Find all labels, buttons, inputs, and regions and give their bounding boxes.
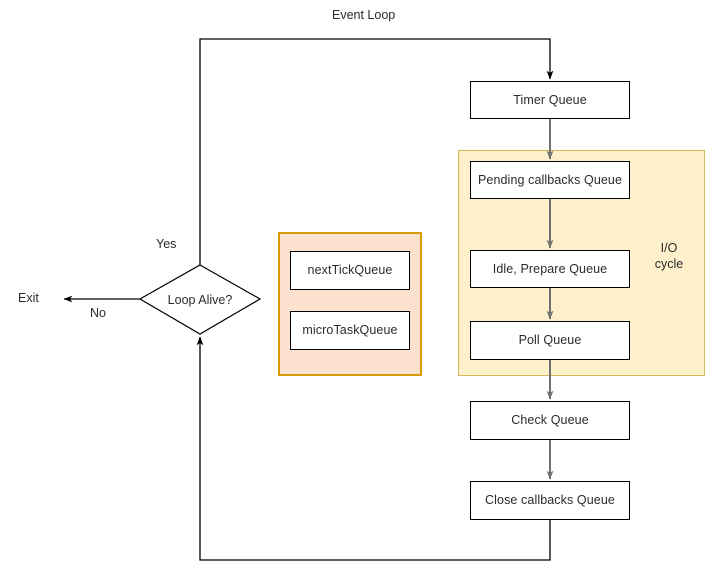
- node-pending-callbacks-queue[interactable]: Pending callbacks Queue: [470, 161, 630, 199]
- edge-label-yes: Yes: [156, 237, 177, 251]
- decision-loop-alive[interactable]: Loop Alive?: [140, 265, 260, 335]
- node-micro-task-queue[interactable]: microTaskQueue: [290, 311, 410, 350]
- terminal-exit: Exit: [18, 291, 39, 305]
- diagram-title: Event Loop: [332, 8, 396, 22]
- node-next-tick-queue[interactable]: nextTickQueue: [290, 251, 410, 290]
- region-io-cycle-label: I/O cycle: [654, 241, 684, 271]
- decision-loop-alive-label: Loop Alive?: [167, 293, 233, 307]
- edge-label-no: No: [90, 306, 106, 320]
- node-poll-queue[interactable]: Poll Queue: [470, 321, 630, 360]
- node-idle-prepare-queue[interactable]: Idle, Prepare Queue: [470, 250, 630, 288]
- node-close-callbacks-queue[interactable]: Close callbacks Queue: [470, 481, 630, 520]
- node-check-queue[interactable]: Check Queue: [470, 401, 630, 440]
- node-timer-queue[interactable]: Timer Queue: [470, 81, 630, 119]
